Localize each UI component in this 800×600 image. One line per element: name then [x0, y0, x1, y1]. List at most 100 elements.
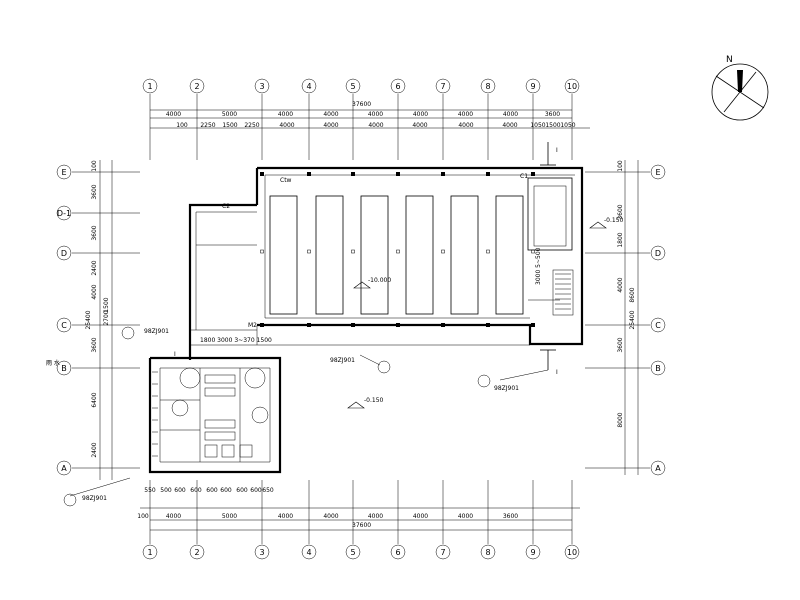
column-square — [441, 172, 445, 176]
top-row2-dim: 2250 — [200, 122, 215, 129]
room-label-upper: Ctw — [280, 177, 292, 184]
column-square — [486, 249, 490, 254]
section-mark-top: I — [556, 147, 558, 154]
columns-group — [260, 172, 535, 327]
bottom-axis-bubble — [345, 544, 361, 560]
top-row1-dim: 4000 — [368, 111, 383, 118]
bottom-overall-dim: 37600 — [352, 522, 371, 529]
top-row1-dim: 4000 — [166, 111, 181, 118]
elevation-main: -10.000 — [368, 277, 391, 284]
top-axis-bubble — [345, 78, 361, 94]
bottom-axis-bubble — [390, 544, 406, 560]
bottom-axis-bubble-label: 2 — [194, 548, 199, 557]
tank-rect — [360, 195, 389, 315]
stair-dims: 3000 5~500 — [535, 247, 542, 285]
bottom-axis-bubble-label: 4 — [306, 548, 311, 557]
column-square — [396, 172, 400, 176]
top-row2-dim: 2250 — [244, 122, 259, 129]
tank-rect — [315, 195, 344, 315]
column-square — [486, 172, 490, 176]
door-m2: M2 — [248, 322, 257, 329]
section-lines — [63, 142, 607, 507]
top-axis-bubble — [525, 78, 541, 94]
detail-ref-1: 98ZJ901 — [144, 328, 169, 335]
left-axis-bubble-label: C — [61, 321, 67, 330]
left-axis-bubble — [56, 360, 72, 376]
top-axis-bubble — [564, 78, 580, 94]
bottom-axis-bubble — [189, 544, 205, 560]
top-row1-dim: 4000 — [278, 111, 293, 118]
column-square — [351, 249, 355, 254]
bottom-axis-bubble — [435, 544, 451, 560]
column-square — [486, 323, 490, 327]
detail-ref-2: 98ZJ901 — [330, 357, 355, 364]
bottom-axis-bubble-label: 3 — [259, 548, 264, 557]
right-dim: 3600 — [617, 204, 624, 219]
column-square — [396, 249, 400, 254]
tank-rect — [405, 195, 434, 315]
bottom-axis-bubble — [254, 544, 270, 560]
left-dim: 2400 — [91, 260, 98, 275]
bottom-row1-dim: 4000 — [323, 513, 338, 520]
left-dim: 1500 — [103, 297, 110, 312]
top-axis-bubble-label: 1 — [147, 82, 152, 91]
bottom-axis-bubble-label: 7 — [440, 548, 445, 557]
top-row1-dim: 4000 — [458, 111, 473, 118]
bottom-row2-dim: 500 — [160, 487, 172, 494]
bottom-axis-bubble — [564, 544, 580, 560]
left-axis-bubble — [56, 460, 72, 476]
left-axis-bubble-label: E — [61, 168, 66, 177]
bottom-axis-bubble — [142, 544, 158, 560]
section-mark-bottom: I — [556, 369, 558, 376]
bottom-row1-dim: 5000 — [222, 513, 237, 520]
left-dims: 1003600360024004000150027003600640024002… — [85, 160, 110, 458]
top-row1-dim: 5000 — [222, 111, 237, 118]
bottom-axis-bubble — [301, 544, 317, 560]
top-axis-bubble — [480, 78, 496, 94]
column-square — [441, 249, 445, 254]
bottom-row2-dim: 600 — [206, 487, 218, 494]
top-row2-dim: 1500 — [545, 122, 560, 129]
top-axis-bubble-label: 2 — [194, 82, 199, 91]
column-square — [351, 172, 355, 176]
top-row1-dim: 3600 — [545, 111, 560, 118]
column-square — [260, 249, 264, 254]
column-square — [531, 249, 535, 254]
top-row2-dim: 4000 — [412, 122, 427, 129]
tank-rect — [269, 195, 298, 315]
column-square — [396, 323, 400, 327]
right-axis-bubble — [650, 360, 666, 376]
bottom-row1-dim: 4000 — [368, 513, 383, 520]
building-walls — [148, 166, 584, 474]
top-row2-dim: 4000 — [279, 122, 294, 129]
bottom-axis-bubble-label: 5 — [350, 548, 355, 557]
column-square — [531, 172, 535, 176]
left-axis-bubble — [56, 164, 72, 180]
left-dim: 2700 — [103, 310, 110, 325]
left-axis-bubble — [56, 317, 72, 333]
top-row2-dim: 1050 — [560, 122, 575, 129]
left-dim: 3600 — [91, 184, 98, 199]
top-axis-bubble — [390, 78, 406, 94]
top-axis-bubble — [301, 78, 317, 94]
column-square — [260, 172, 264, 176]
right-axis-bubble — [650, 245, 666, 261]
column-square — [441, 323, 445, 327]
left-dim: 6400 — [91, 392, 98, 407]
right-axis-bubble — [650, 460, 666, 476]
wall-dim-note: 1800 3000 3~370 1500 — [200, 337, 272, 344]
right-axis-bubble-label: B — [655, 364, 661, 373]
column-square — [307, 323, 311, 327]
left-axis-bubble-label: D — [61, 249, 67, 258]
left-axis-bubble — [56, 205, 72, 221]
bottom-axis-bubble-label: 8 — [485, 548, 490, 557]
left-dim: 3600 — [91, 337, 98, 352]
elevation-bottom: -0.150 — [364, 397, 384, 404]
north-compass: N — [711, 55, 769, 121]
bottom-row1-dim: 100 — [137, 513, 149, 520]
bottom-row2-dim: 600 — [250, 487, 262, 494]
column-square — [307, 172, 311, 176]
detail-ref-4: 98ZJ901 — [82, 495, 107, 502]
